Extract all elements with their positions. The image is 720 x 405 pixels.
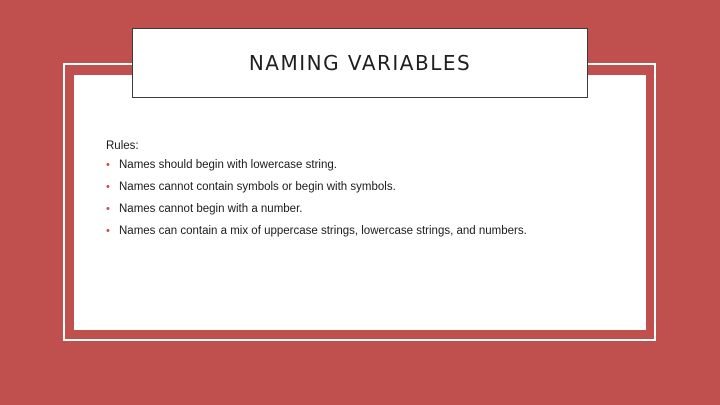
bullet-dot-icon: • (106, 203, 110, 215)
list-item: • Names should begin with lowercase stri… (106, 158, 626, 172)
rule-text: Names should begin with lowercase string… (119, 159, 337, 171)
bullet-dot-icon: • (106, 181, 110, 193)
list-item: • Names cannot contain symbols or begin … (106, 180, 626, 194)
list-item: • Names cannot begin with a number. (106, 202, 626, 216)
list-item: • Names can contain a mix of uppercase s… (106, 224, 626, 238)
rules-list: • Names should begin with lowercase stri… (106, 158, 626, 238)
bullet-dot-icon: • (106, 159, 110, 171)
bullet-dot-icon: • (106, 225, 110, 237)
rules-heading: Rules: (106, 140, 139, 152)
rule-text: Names cannot begin with a number. (119, 203, 303, 215)
rule-text: Names can contain a mix of uppercase str… (119, 225, 527, 237)
rule-text: Names cannot contain symbols or begin wi… (119, 181, 396, 193)
title-box: NAMING VARIABLES (132, 28, 588, 98)
slide-body: Rules: • Names should begin with lowerca… (106, 139, 626, 246)
slide-title: NAMING VARIABLES (248, 51, 472, 75)
content-panel (74, 75, 646, 330)
